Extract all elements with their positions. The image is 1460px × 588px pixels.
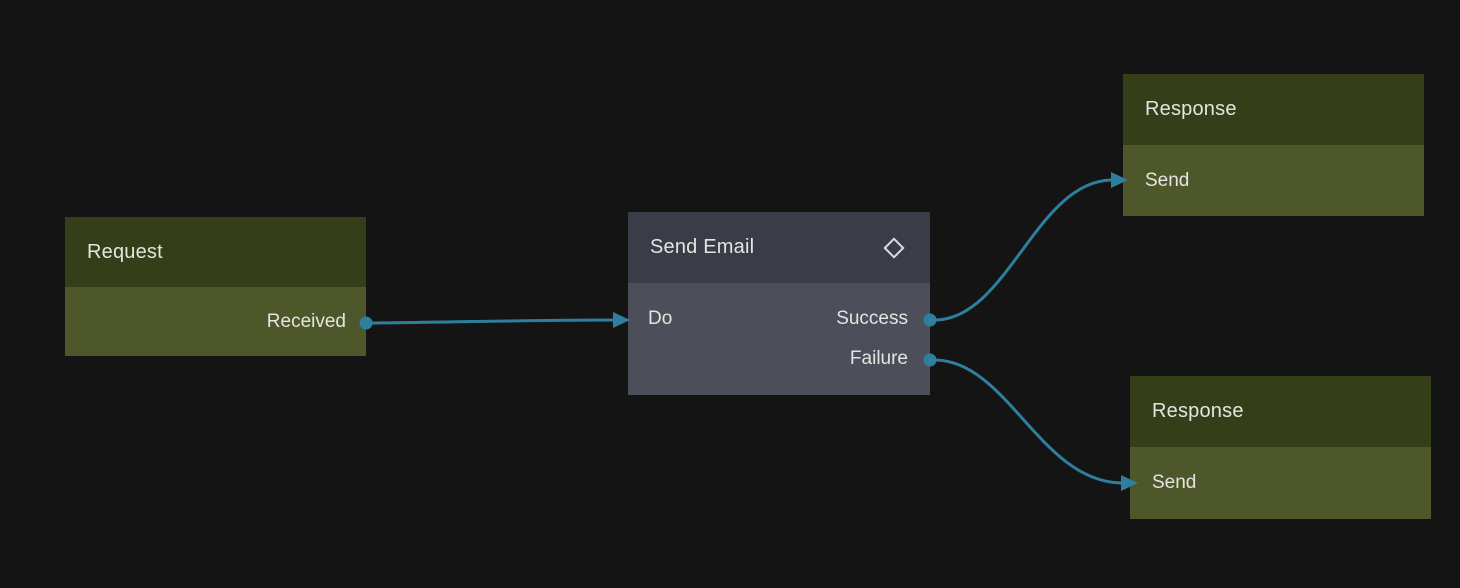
input-port-send-bottom-label: Send	[1152, 472, 1197, 493]
edge-success-to-response-top	[923, 172, 1128, 327]
node-response-top-header[interactable]: Response	[1123, 74, 1424, 145]
input-port-send-top-label: Send	[1145, 169, 1190, 191]
edge-received-to-do-path[interactable]	[370, 318, 615, 325]
edge-success-to-response-top-path[interactable]	[934, 178, 1113, 322]
port-dot-received[interactable]	[359, 316, 373, 330]
node-response-bottom-body: Send	[1130, 447, 1431, 519]
node-send-email[interactable]: Send Email Do Success Failure	[628, 212, 930, 395]
output-port-received-label: Received	[266, 310, 346, 332]
node-response-bottom-title: Response	[1152, 400, 1244, 422]
node-send-email-body: Do Success Failure	[628, 283, 930, 395]
diamond-icon	[882, 236, 906, 260]
output-port-success-label: Success	[836, 308, 908, 329]
node-response-top[interactable]: Response Send	[1123, 74, 1424, 216]
node-request-body: Received	[65, 287, 366, 356]
port-dot-success[interactable]	[923, 313, 937, 327]
input-port-do-label: Do	[648, 308, 673, 329]
node-send-email-title: Send Email	[650, 236, 755, 258]
diamond-icon-shape	[883, 236, 905, 259]
node-response-bottom[interactable]: Response Send	[1130, 376, 1431, 519]
edge-failure-to-response-bottom	[923, 353, 1138, 491]
node-response-bottom-header[interactable]: Response	[1130, 376, 1431, 447]
node-request[interactable]: Request Received	[65, 217, 366, 356]
edge-received-to-do	[359, 312, 630, 330]
port-dot-failure[interactable]	[923, 353, 937, 367]
output-port-failure-label: Failure	[849, 348, 908, 369]
node-send-email-header[interactable]: Send Email	[628, 212, 930, 283]
node-response-top-body: Send	[1123, 145, 1424, 216]
node-response-top-title: Response	[1145, 98, 1237, 120]
node-request-title: Request	[87, 240, 163, 263]
port-row-do-success: Do Success	[648, 299, 908, 339]
edge-failure-to-response-bottom-path[interactable]	[934, 358, 1123, 485]
node-request-header[interactable]: Request	[65, 217, 366, 287]
port-row-failure: Failure	[648, 339, 908, 379]
